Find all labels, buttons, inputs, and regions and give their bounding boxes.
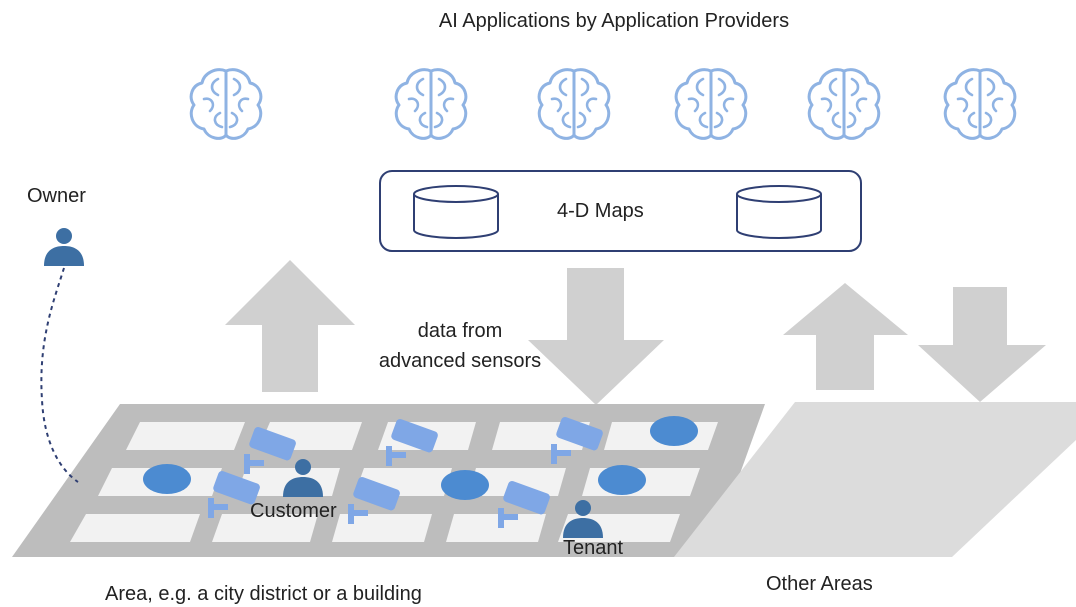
database-icon	[736, 185, 822, 239]
brain-icons-row	[189, 68, 1017, 140]
brain-icon	[537, 68, 611, 140]
owner-connection-line	[40, 267, 79, 483]
other-upload-arrow	[783, 283, 908, 390]
customer-label: Customer	[250, 500, 337, 522]
other-areas-platform	[674, 402, 1076, 557]
download-arrow	[528, 268, 664, 405]
brain-icon	[943, 68, 1017, 140]
tenant-label: Tenant	[563, 537, 624, 559]
diagram-title: AI Applications by Application Providers	[438, 10, 790, 32]
owner-person-icon	[44, 228, 84, 266]
brain-icon	[394, 68, 468, 140]
sensor-dots	[143, 416, 698, 500]
data-flow-line2: advanced sensors	[378, 350, 542, 372]
other-areas-label: Other Areas	[766, 573, 873, 595]
area-label: Area, e.g. a city district or a building	[105, 583, 422, 605]
brain-icon	[674, 68, 748, 140]
owner-label: Owner	[27, 185, 86, 207]
data-flow-line1: data from	[417, 320, 503, 342]
other-download-arrow	[918, 287, 1046, 402]
brain-icon	[807, 68, 881, 140]
maps-label: 4-D Maps	[557, 200, 644, 222]
database-icon	[413, 185, 499, 239]
upload-arrow	[225, 260, 355, 392]
data-flow-label: data from advanced sensors	[350, 316, 570, 376]
brain-icon	[189, 68, 263, 140]
